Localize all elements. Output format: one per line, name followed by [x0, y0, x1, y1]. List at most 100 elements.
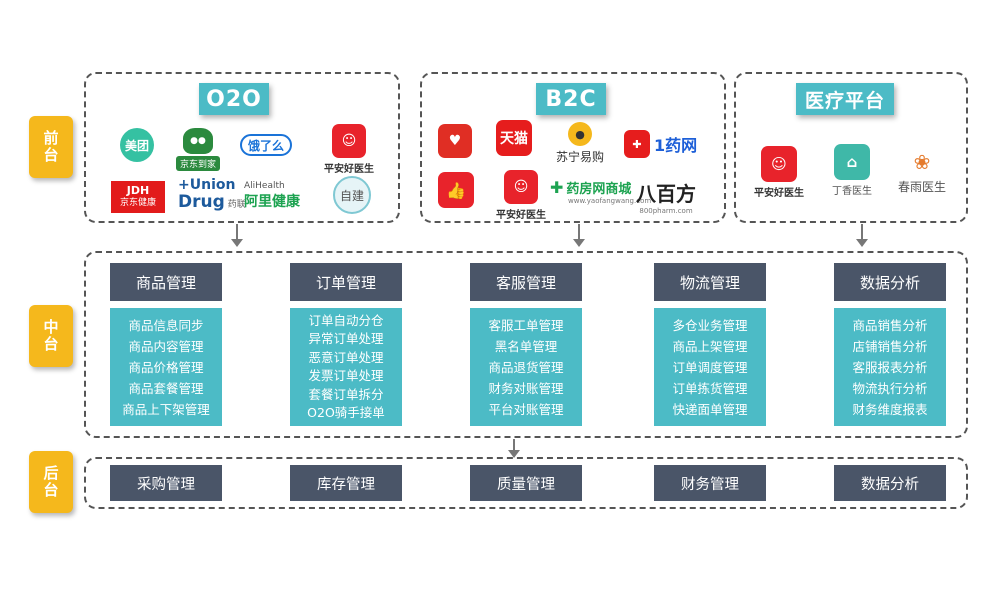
flower-icon: ❀: [913, 150, 931, 174]
chunyu-logo: ❀ 春雨医生: [898, 148, 946, 195]
meituan-icon: 美团: [120, 128, 154, 162]
dingxiang-label: 丁香医生: [832, 186, 872, 197]
jddj-logo: ●● 京东到家: [176, 128, 221, 171]
tier-label-middle: 中台: [29, 305, 73, 367]
pinduoduo-logo: ♥: [438, 124, 472, 158]
tmall-logo: 天猫: [496, 120, 532, 156]
arrow-medical: [856, 224, 868, 247]
module-item: 平台对账管理: [488, 401, 564, 417]
smile-icon-medical: ☺: [761, 146, 797, 182]
zijian-label: 自建: [333, 176, 371, 214]
dingxiang-icon: ⌂: [834, 144, 870, 180]
yaofang-logo: ✚ 药房网商城 www.yaofangwang.com: [550, 178, 651, 205]
back-item-data: 数据分析: [834, 465, 946, 501]
pingan-label-medical: 平安好医生: [754, 188, 804, 199]
module-item: 客服工单管理: [488, 317, 564, 333]
arrow-middle-back: [508, 439, 520, 458]
pingan-logo-b2c: ☺ 平安好医生: [496, 170, 546, 221]
dog-icon: ●●: [183, 128, 213, 154]
module-item: 快递面单管理: [672, 401, 748, 417]
yiyao-label: 1药网: [654, 136, 698, 155]
module-item: 多仓业务管理: [672, 317, 748, 333]
yaofang-sub: www.yaofangwang.com: [568, 197, 652, 205]
uniondrug-bottom: Drug: [178, 192, 225, 212]
yaofang-label: 药房网商城: [566, 182, 632, 197]
alihealth-logo: AliHealth 阿里健康: [244, 181, 300, 211]
jdh-mark: JDH 京东健康: [111, 181, 165, 213]
suning-label: 苏宁易购: [556, 150, 605, 164]
module-title-goods: 商品管理: [110, 263, 222, 301]
back-item-quality: 质量管理: [470, 465, 582, 501]
module-title-data: 数据分析: [834, 263, 946, 301]
babaifang-label: 八百方: [636, 182, 696, 206]
module-item: 商品套餐管理: [128, 380, 204, 396]
module-item: 物流执行分析: [852, 380, 928, 396]
module-item: 订单拣货管理: [672, 380, 748, 396]
tier-label-front: 前台: [29, 116, 73, 178]
module-item: 店铺销售分析: [852, 338, 928, 354]
chunyu-label: 春雨医生: [898, 180, 947, 194]
pingan-logo-o2o: ☺ 平安好医生: [324, 124, 374, 175]
uniondrug-logo: +Union Drug 药联: [178, 177, 246, 212]
o2o-title: O2O: [199, 83, 269, 115]
tier-label-back: 后台: [29, 451, 73, 513]
pingan-label-b2c: 平安好医生: [496, 210, 546, 221]
thumb-logo: 👍: [438, 172, 474, 208]
uniondrug-top: +Union: [178, 177, 236, 193]
module-item: 异常订单处理: [308, 331, 384, 346]
module-body-data: 商品销售分析 店铺销售分析 客服报表分析 物流执行分析 财务维度报表: [834, 308, 946, 426]
suning-logo: ● 苏宁易购: [556, 122, 604, 165]
pingan-label: 平安好医生: [324, 164, 374, 175]
o2o-box: [84, 72, 400, 223]
b2c-title: B2C: [536, 83, 606, 115]
module-item: 恶意订单处理: [308, 349, 384, 365]
yiyao-logo: ✚ 1药网: [624, 130, 697, 158]
module-item: O2O骑手接单: [307, 405, 385, 420]
module-item: 商品内容管理: [128, 338, 204, 354]
module-body-service: 客服工单管理 黑名单管理 商品退货管理 财务对账管理 平台对账管理: [470, 308, 582, 426]
module-title-service: 客服管理: [470, 263, 582, 301]
cross-icon: ✚: [550, 178, 564, 197]
module-title-orders: 订单管理: [290, 263, 402, 301]
back-box: [84, 457, 968, 509]
middle-box: [84, 251, 968, 438]
module-body-orders: 订单自动分仓 异常订单处理 恶意订单处理 发票订单处理 套餐订单拆分 O2O骑手…: [290, 308, 402, 426]
module-item: 商品销售分析: [852, 317, 928, 333]
module-item: 订单调度管理: [672, 359, 748, 375]
babaifang-logo: 八百方 800pharm.com: [636, 178, 696, 215]
module-item: 财务维度报表: [852, 401, 928, 417]
babaifang-sub: 800pharm.com: [639, 207, 693, 215]
alihealth-label: 阿里健康: [244, 194, 300, 210]
uniondrug-cn: 药联: [227, 200, 246, 210]
pill-icon: ✚: [624, 130, 650, 158]
module-item: 发票订单处理: [308, 368, 384, 383]
module-body-logistics: 多仓业务管理 商品上架管理 订单调度管理 订单拣货管理 快递面单管理: [654, 308, 766, 426]
module-item: 商品上架管理: [672, 338, 748, 354]
medical-box: [734, 72, 968, 223]
arrow-b2c: [573, 224, 585, 247]
jdh-label: 京东健康: [119, 198, 156, 208]
medical-title: 医疗平台: [796, 83, 894, 115]
back-item-finance: 财务管理: [654, 465, 766, 501]
module-item: 客服报表分析: [852, 359, 928, 375]
zijian-logo: 自建: [333, 176, 371, 214]
module-item: 套餐订单拆分: [308, 386, 384, 402]
eleme-logo: 饿了么: [240, 134, 293, 156]
jdh-logo: JDH 京东健康: [111, 181, 165, 213]
lion-icon: ●: [568, 122, 592, 146]
module-item: 订单自动分仓: [308, 312, 384, 328]
module-item: 财务对账管理: [488, 380, 564, 396]
eleme-label: 饿了么: [240, 134, 293, 156]
meituan-logo: 美团: [120, 128, 154, 162]
module-item: 商品上下架管理: [122, 401, 210, 417]
back-item-purchase: 采购管理: [110, 465, 222, 501]
module-item: 商品退货管理: [488, 359, 564, 375]
thumb-icon: 👍: [438, 172, 474, 208]
jddj-label: 京东到家: [176, 156, 221, 171]
smile-icon: ☺: [332, 124, 366, 158]
module-item: 黑名单管理: [494, 338, 558, 354]
module-item: 商品价格管理: [128, 359, 204, 375]
module-body-goods: 商品信息同步 商品内容管理 商品价格管理 商品套餐管理 商品上下架管理: [110, 308, 222, 426]
dingxiang-logo: ⌂ 丁香医生: [832, 144, 872, 197]
module-item: 商品信息同步: [128, 317, 204, 333]
